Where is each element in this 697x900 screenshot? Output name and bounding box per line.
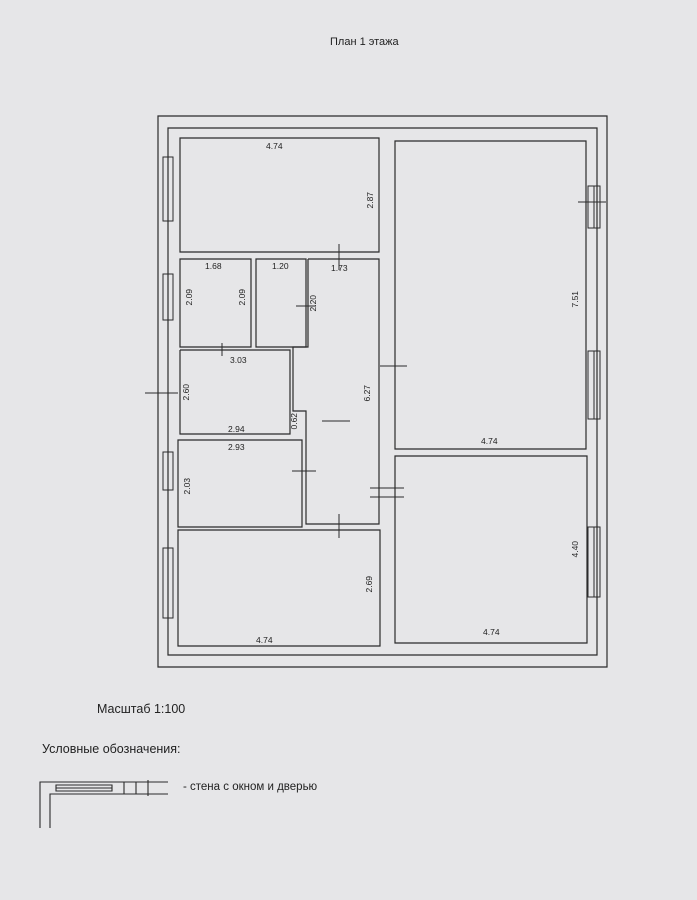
legend-wall-symbol: [38, 780, 178, 830]
scale-label: Масштаб 1:100: [97, 702, 186, 716]
dim-hall-height: 2.60: [181, 383, 192, 401]
room-top-left: [180, 138, 379, 252]
dim-corridor-height: 6.27: [362, 384, 373, 402]
dim-corridor-inner: 2.20: [308, 294, 319, 312]
room-small-c: [178, 440, 302, 527]
outer-wall-outer: [158, 116, 607, 667]
dim-corridor-width: 1.73: [331, 263, 348, 273]
dim-corridor-narrow: 0.62: [289, 412, 300, 430]
room-small-b: [256, 259, 306, 347]
dim-small-c-height: 2.03: [182, 477, 193, 495]
dim-right-large-height: 7.51: [570, 290, 581, 308]
dim-small-a-width: 1.68: [205, 261, 222, 271]
room-small-a: [180, 259, 251, 347]
dim-small-b-height: 2.09: [237, 288, 248, 306]
legend-wall-label: - стена с окном и дверью: [183, 781, 318, 793]
room-right-large: [395, 141, 586, 449]
legend-title: Условные обозначения:: [42, 742, 181, 756]
dim-bottom-right-width: 4.74: [483, 627, 500, 637]
room-hall: [180, 350, 290, 434]
dim-bottom-left-height: 2.69: [364, 575, 375, 593]
outer-wall-inner: [168, 128, 597, 655]
dim-small-c-width: 2.93: [228, 442, 245, 452]
plan-title: План 1 этажа: [330, 36, 399, 48]
dim-hall-bottom: 2.94: [228, 424, 245, 434]
dim-small-b-width: 1.20: [272, 261, 289, 271]
room-bottom-right: [395, 456, 587, 643]
door-marks: [145, 202, 606, 538]
dim-top-left-height: 2.87: [365, 191, 376, 209]
dim-hall-width: 3.03: [230, 355, 247, 365]
dim-right-large-width: 4.74: [481, 436, 498, 446]
windows: [163, 157, 600, 618]
dim-top-left-width: 4.74: [266, 141, 283, 151]
dim-bottom-left-width: 4.74: [256, 635, 273, 645]
dim-bottom-right-height: 4.40: [570, 540, 581, 558]
dim-small-a-height: 2.09: [184, 288, 195, 306]
room-corridor: [293, 259, 379, 524]
room-bottom-left: [178, 530, 380, 646]
